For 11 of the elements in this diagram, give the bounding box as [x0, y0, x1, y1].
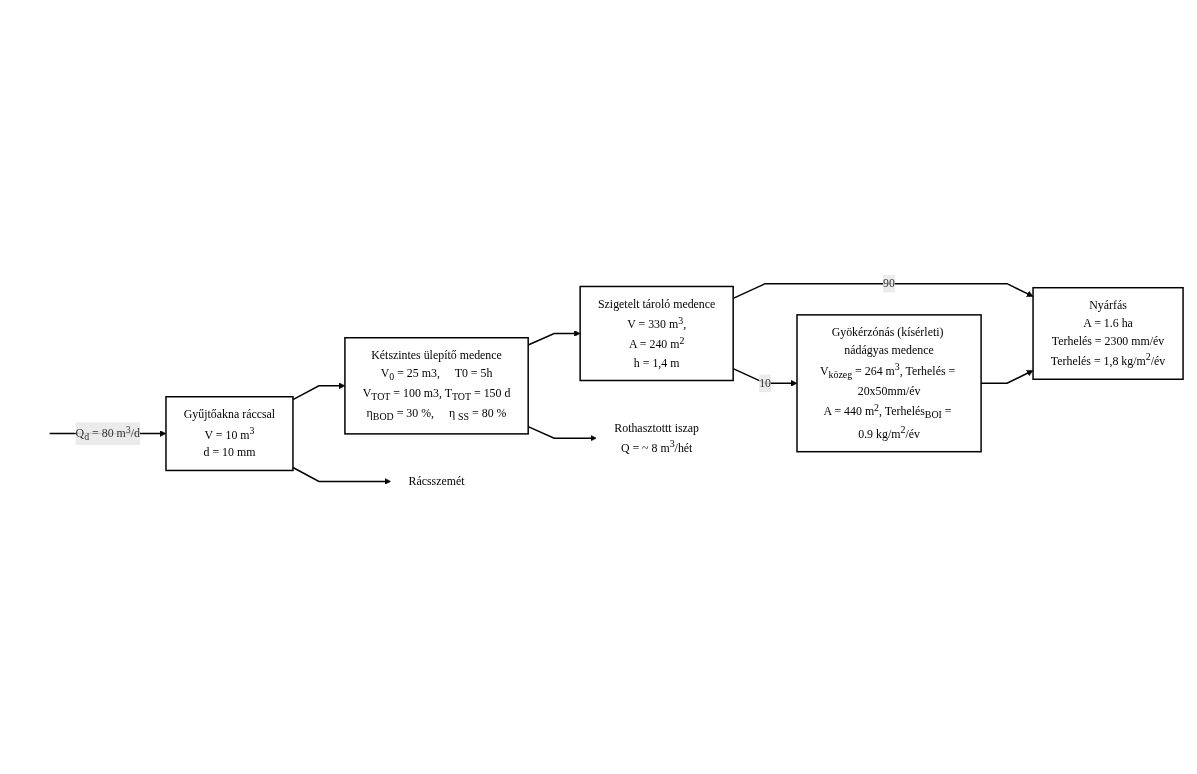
node-box: Szigetelt tároló medence V = 330 m$^{3}$, A = 240 m$^{2}$ h = 1,4 m: [579, 285, 734, 382]
edge-label: Q$_{d}$ = 80 m$^{3}$/d: [75, 423, 140, 443]
edge-label: 10: [759, 376, 772, 390]
node-text: Rácsszemét: [408, 474, 465, 488]
node-box: Gyűjtőakna ráccsal V = 10 m$^{3}$ d = 10 mm: [165, 396, 294, 472]
node-box: Gyökérzónás (kísérleti) nádágyas medence V$_{közeg}$ = 264 m$^{3}$, Terhelés = 20x50mm/év A = 440 m$^{2}$, Terhelés$_{BOI}$ = 0.9 kg/m$^{2}$/év: [796, 314, 982, 453]
node-box: Nyárfás A = 1.6 ha Terhelés = 2300 mm/év Terhelés = 1,8 kg/m$^{2}$/év: [1032, 287, 1184, 380]
edge-label: 90: [883, 277, 895, 290]
node-box: Kétszintes ülepítő medence V$_{0}$ = 25 m3, T0 = 5h V$_{TOT}$ = 100 m3, T$_{TOT}$ = 150 d η$_{BOD}$ = 30 %, η $_{SS}$ = 80 %: [344, 337, 529, 435]
arrow: [292, 466, 391, 485]
node-text: Rothasztottt iszap Q = ~ 8 m$^{3}$/hét: [614, 421, 700, 455]
